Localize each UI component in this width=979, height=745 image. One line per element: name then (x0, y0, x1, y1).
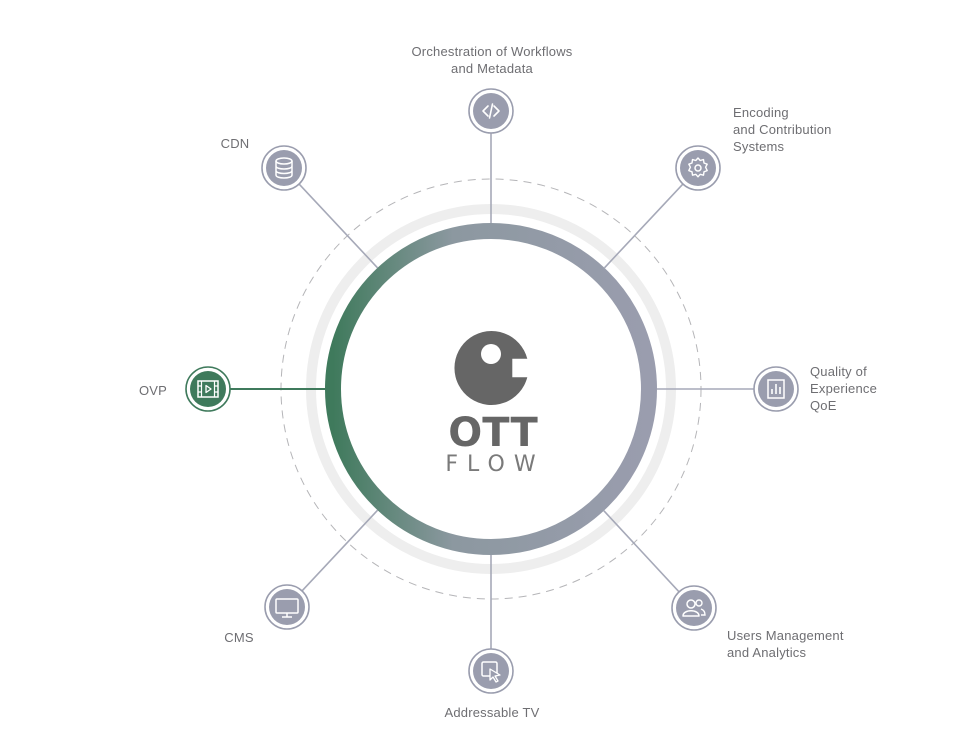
node-disc (680, 150, 716, 186)
users-icon (682, 599, 706, 617)
logo-c-mark (454, 330, 528, 405)
label-line: and Analytics (727, 645, 807, 660)
node-encoding[interactable] (675, 145, 721, 191)
logo-subtitle: FLOW (445, 452, 544, 477)
connector-encoding (603, 182, 685, 269)
logo-title: OTT (448, 410, 538, 456)
label-line: CMS (224, 630, 254, 645)
node-qoe[interactable] (753, 366, 799, 412)
label-cms: CMS (224, 630, 254, 645)
label-orchestration: Orchestration of Workflows and Metadata (411, 44, 572, 76)
label-line: Experience (810, 381, 877, 396)
label-users: Users Management and Analytics (727, 628, 844, 660)
label-line: Orchestration of Workflows (411, 44, 572, 59)
node-ovp[interactable] (185, 366, 231, 412)
node-cdn[interactable] (261, 145, 307, 191)
connector-users (603, 510, 681, 594)
database-icon (275, 157, 293, 179)
label-ovp: OVP (139, 383, 167, 398)
bar-chart-icon (767, 379, 785, 399)
label-line: Encoding (733, 105, 789, 120)
cursor-click-icon (481, 661, 501, 683)
film-play-icon (197, 380, 219, 398)
label-line: and Metadata (451, 61, 533, 76)
node-users[interactable] (671, 585, 717, 631)
monitor-icon (275, 598, 299, 618)
label-line: Systems (733, 139, 785, 154)
label-line: Quality of (810, 364, 867, 379)
label-line: Users Management (727, 628, 844, 643)
node-orchestration[interactable] (468, 88, 514, 134)
code-icon (482, 103, 500, 119)
label-cdn: CDN (221, 136, 250, 151)
node-cms[interactable] (264, 584, 310, 630)
label-line: Addressable TV (444, 705, 539, 720)
node-disc (269, 589, 305, 625)
connector-cdn (297, 182, 379, 269)
node-addressable-tv[interactable] (468, 648, 514, 694)
label-line: and Contribution (733, 122, 832, 137)
label-line: QoE (810, 398, 837, 413)
connector-cms (300, 509, 379, 593)
label-addressable-tv: Addressable TV (444, 705, 539, 720)
label-line: OVP (139, 383, 167, 398)
node-group (185, 88, 799, 694)
node-disc (676, 590, 712, 626)
connector-lines (229, 132, 755, 650)
gear-icon (688, 157, 708, 178)
label-group: Orchestration of Workflows and MetadataEn… (139, 44, 877, 720)
label-line: CDN (221, 136, 250, 151)
node-disc (190, 371, 226, 407)
ott-flow-logo: OTT FLOW (445, 330, 544, 477)
node-disc (266, 150, 302, 186)
